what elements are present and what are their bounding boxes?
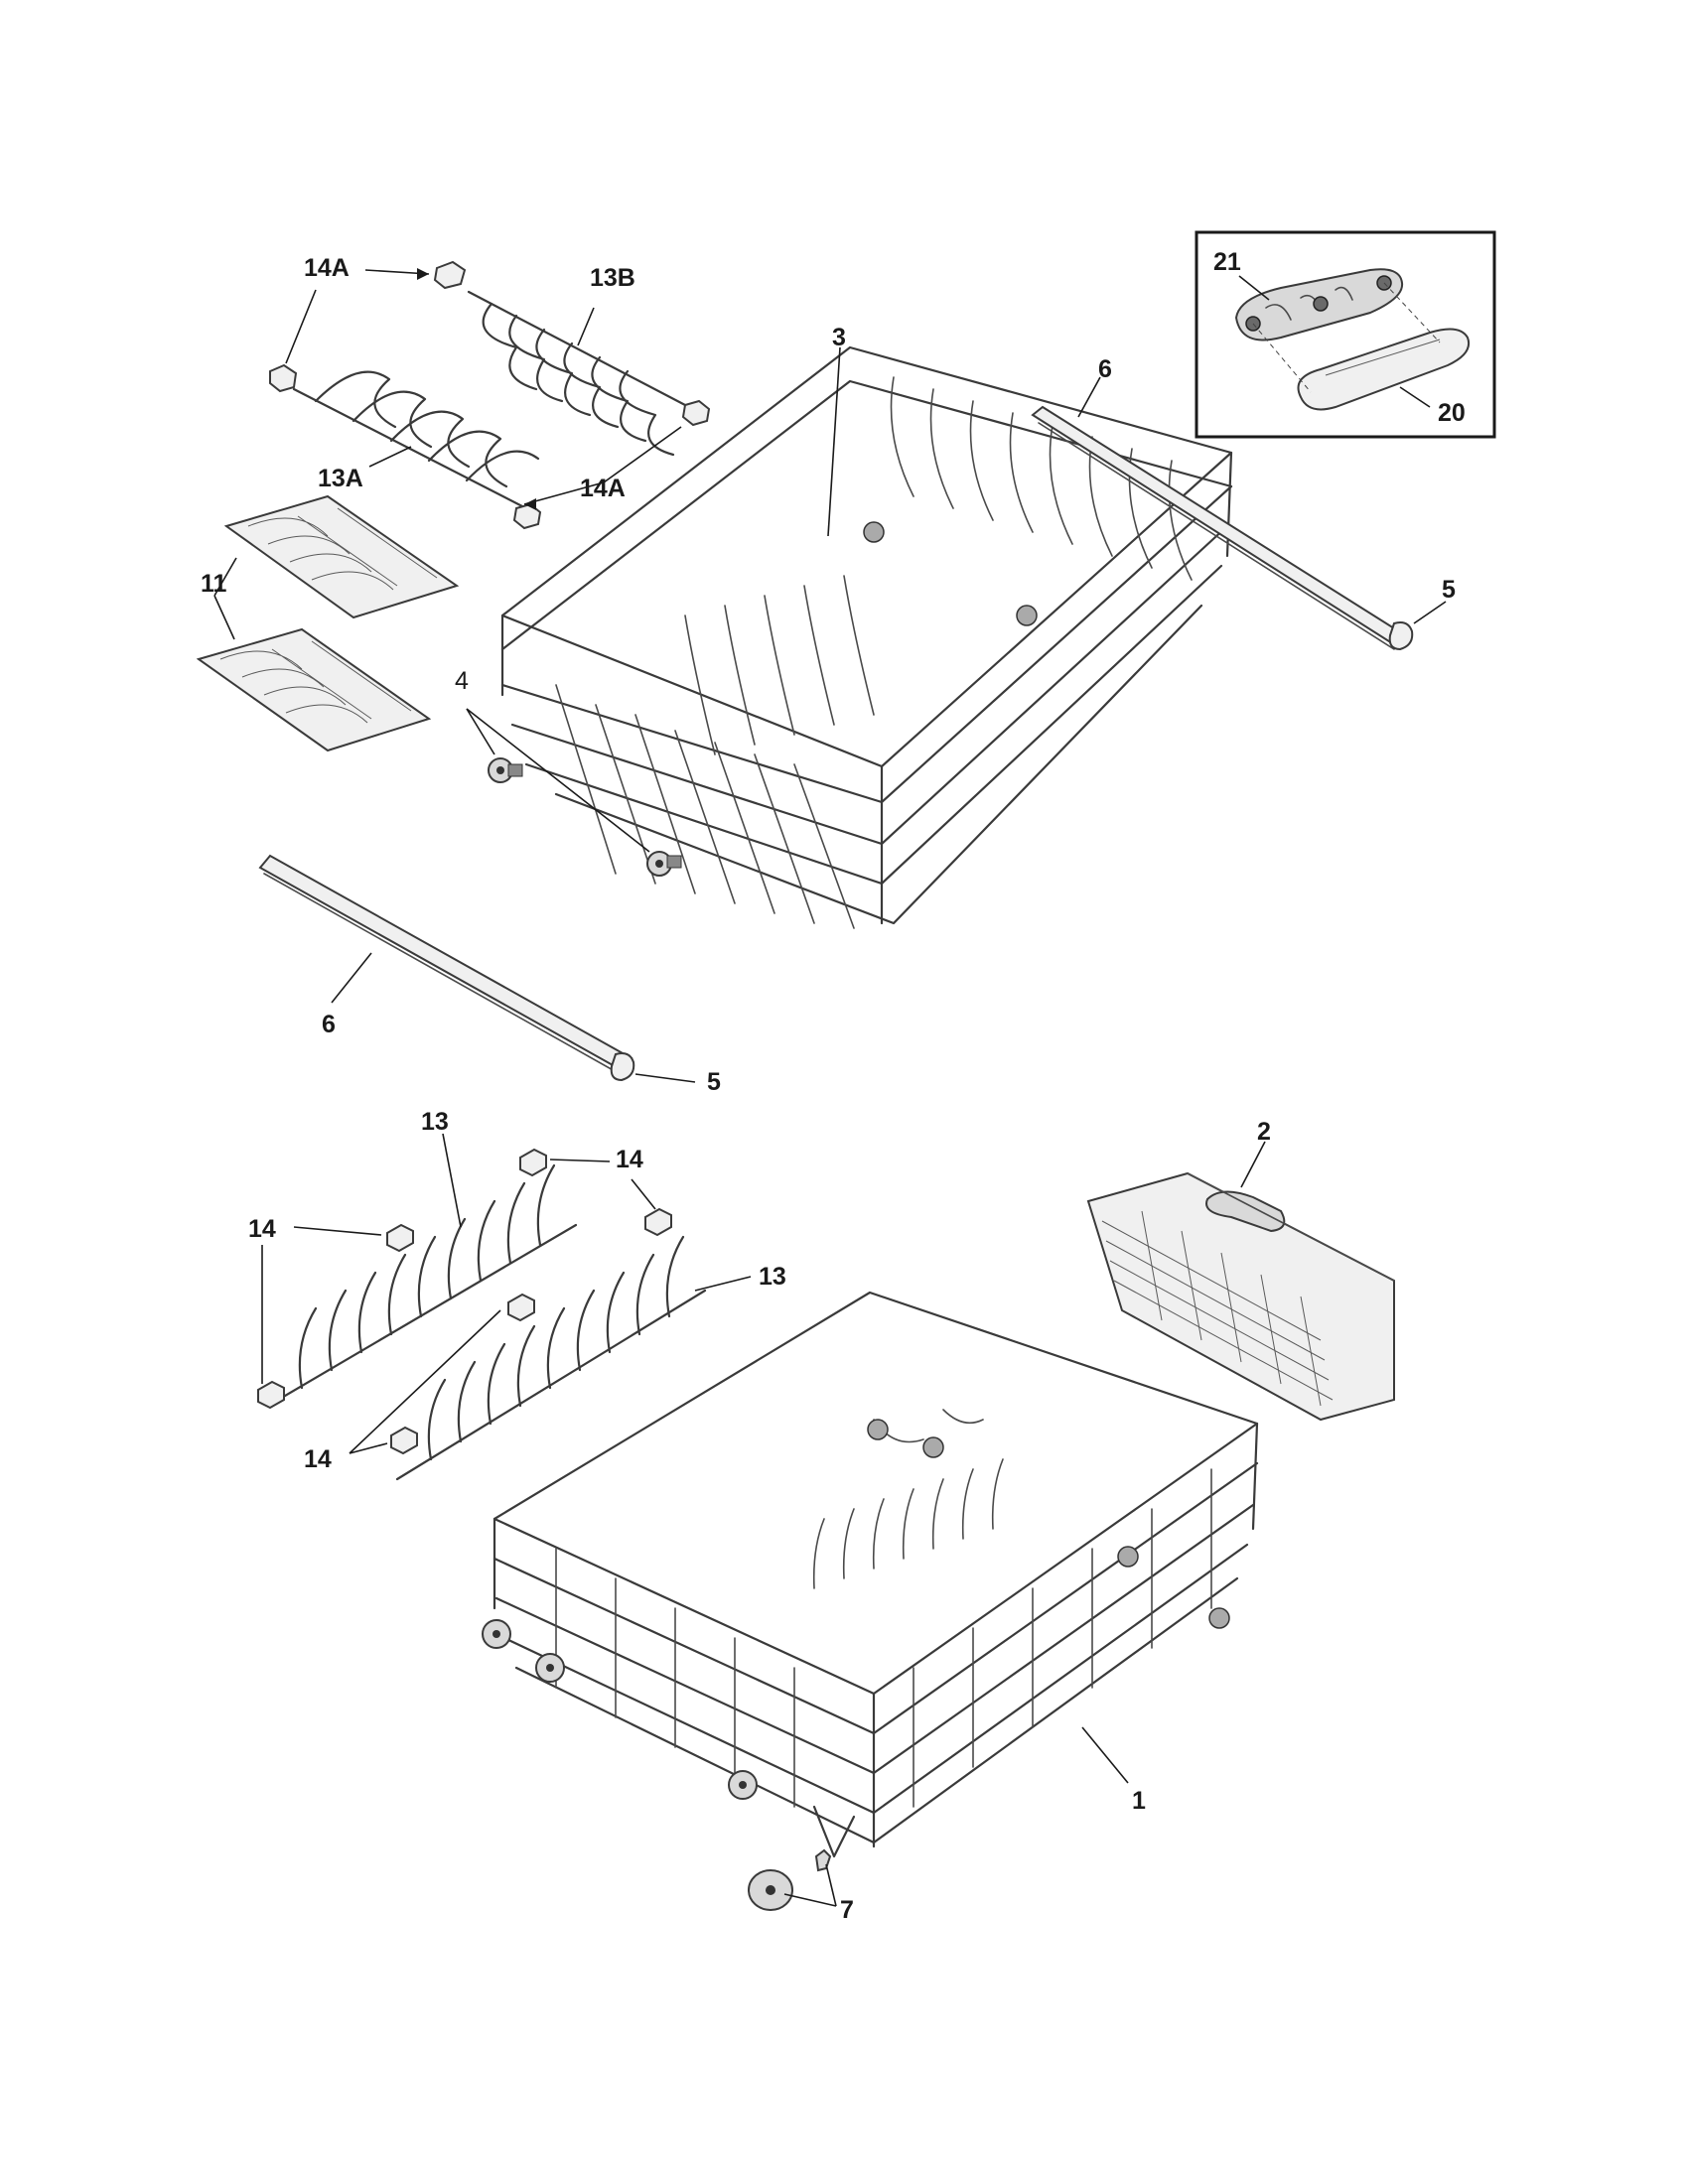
insert-part-11[interactable] bbox=[196, 494, 460, 752]
leader-7b bbox=[783, 1893, 837, 1907]
label-14a-top: 14A bbox=[304, 254, 350, 282]
leader-14-topright bbox=[549, 1159, 611, 1162]
leader-5-bottom bbox=[634, 1073, 696, 1083]
wheel-part-7[interactable] bbox=[748, 1848, 832, 1911]
silverware-basket-part-2[interactable] bbox=[1086, 1171, 1395, 1422]
label-20: 20 bbox=[1438, 399, 1466, 427]
label-13-left: 13 bbox=[421, 1108, 449, 1136]
tine-row-13b[interactable] bbox=[433, 260, 711, 457]
label-13-right: 13 bbox=[759, 1263, 786, 1291]
rack-wheels bbox=[482, 1619, 758, 1800]
label-7: 7 bbox=[840, 1896, 854, 1924]
label-1: 1 bbox=[1132, 1787, 1146, 1815]
clips-part-14[interactable] bbox=[257, 1148, 672, 1455]
label-6-top: 6 bbox=[1098, 355, 1112, 383]
label-14-left: 14 bbox=[248, 1215, 276, 1243]
clips-14a[interactable] bbox=[285, 268, 682, 510]
leader-13b bbox=[577, 307, 595, 346]
leader-2 bbox=[1240, 1141, 1266, 1188]
leader-7a bbox=[825, 1863, 837, 1907]
roller-part-4[interactable] bbox=[488, 757, 682, 877]
label-2: 2 bbox=[1257, 1118, 1271, 1146]
label-14a-mid: 14A bbox=[580, 475, 626, 502]
leader-13a bbox=[368, 446, 412, 468]
inset-box: 21 20 bbox=[1195, 230, 1496, 439]
leader-14-bottom-b bbox=[349, 1442, 388, 1454]
track-part-6-top[interactable] bbox=[1031, 405, 1414, 651]
leader-13-right bbox=[694, 1276, 752, 1292]
label-5-top: 5 bbox=[1442, 576, 1456, 604]
lower-rack-part-1[interactable] bbox=[482, 1291, 1259, 1858]
leader-6-bottom bbox=[331, 952, 372, 1004]
leader-11 bbox=[213, 595, 235, 640]
bracket-part-21[interactable] bbox=[1234, 268, 1404, 341]
label-3: 3 bbox=[832, 324, 846, 351]
leader-14-left-a bbox=[293, 1226, 382, 1236]
leader-3 bbox=[827, 346, 841, 537]
cover-part-20[interactable] bbox=[1252, 282, 1470, 411]
leader-4b bbox=[466, 708, 650, 853]
label-21: 21 bbox=[1213, 248, 1241, 276]
leader-14-bottom-a bbox=[349, 1309, 501, 1454]
label-14-topright: 14 bbox=[616, 1146, 643, 1173]
leader-13-left bbox=[442, 1133, 462, 1228]
label-6-bottom: 6 bbox=[322, 1011, 336, 1038]
fold-down-tines-13-left[interactable] bbox=[266, 1163, 578, 1408]
fold-down-tines-13-right[interactable] bbox=[395, 1235, 707, 1481]
label-5-bottom: 5 bbox=[707, 1068, 721, 1096]
leader-4a bbox=[466, 708, 495, 755]
leader-14-right bbox=[631, 1178, 656, 1210]
leader-1 bbox=[1081, 1726, 1129, 1784]
label-4: 4 bbox=[455, 667, 469, 695]
leader-6-top bbox=[1077, 376, 1101, 418]
leader-20 bbox=[1399, 386, 1431, 408]
leader-5-top bbox=[1413, 601, 1447, 624]
track-part-6-bottom[interactable] bbox=[258, 854, 635, 1082]
leader-21 bbox=[1238, 275, 1270, 301]
upper-rack-part-3[interactable] bbox=[500, 345, 1233, 929]
label-11: 11 bbox=[201, 570, 227, 598]
label-13a: 13A bbox=[318, 465, 363, 492]
label-14-bottom: 14 bbox=[304, 1445, 332, 1473]
label-13b: 13B bbox=[590, 264, 635, 292]
